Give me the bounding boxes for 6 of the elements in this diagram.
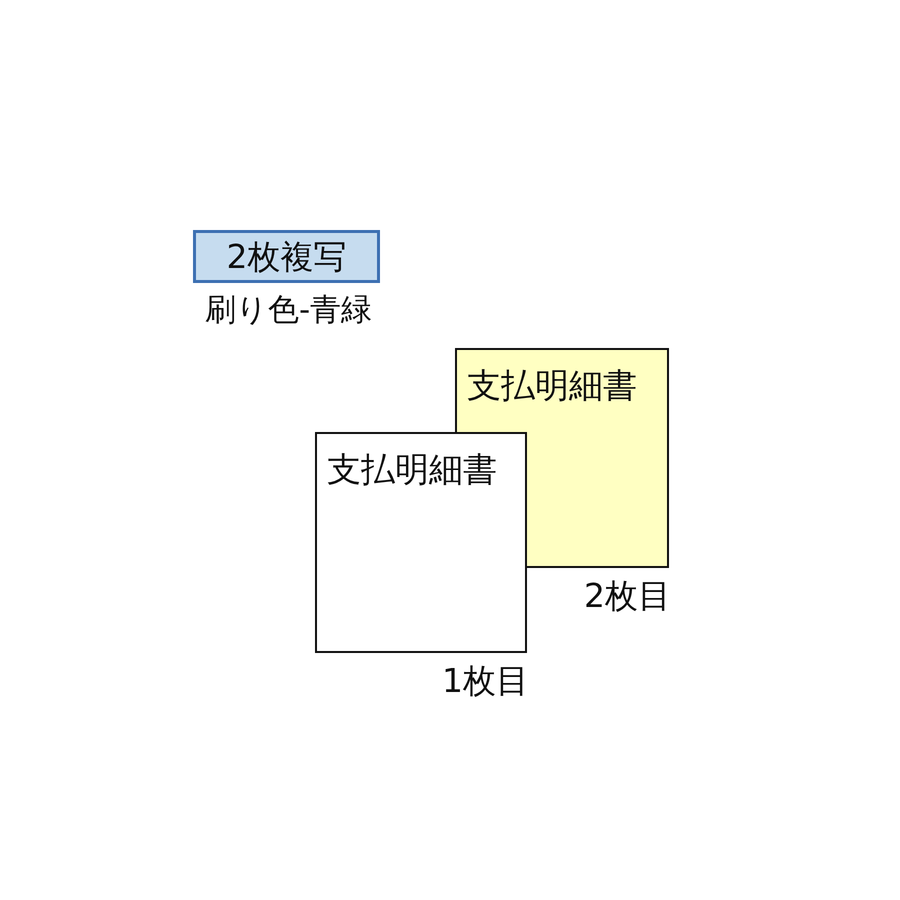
copy-count-badge: 2枚複写: [193, 230, 380, 283]
print-color-note: 刷り色-青緑: [205, 293, 372, 328]
sheet-title: 支払明細書: [327, 452, 497, 490]
sheet-number-label: 2枚目: [584, 578, 671, 614]
sheet-title: 支払明細書: [467, 368, 637, 406]
sheet-number-label: 1枚目: [442, 663, 529, 700]
